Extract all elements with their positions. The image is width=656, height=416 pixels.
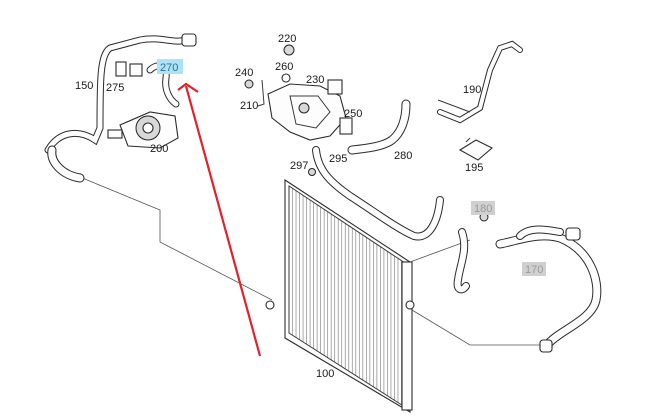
label-295[interactable]: 295	[329, 153, 347, 165]
thermostat-housing-230[interactable]	[267, 79, 347, 141]
water-pump-200[interactable]	[107, 111, 179, 149]
svg-text:270: 270	[160, 62, 178, 74]
svg-text:180: 180	[474, 203, 492, 215]
svg-text:295: 295	[329, 153, 347, 165]
label-195[interactable]: 195	[465, 162, 483, 174]
svg-text:240: 240	[235, 67, 253, 79]
svg-text:220: 220	[278, 33, 296, 45]
seal-260[interactable]	[281, 73, 291, 83]
label-180-box	[471, 201, 495, 215]
svg-text:200: 200	[150, 143, 168, 155]
label-150[interactable]: 150	[75, 80, 93, 92]
hose-150[interactable]	[44, 33, 197, 183]
label-240[interactable]: 240	[235, 67, 253, 79]
radiator-fins	[288, 186, 406, 407]
svg-text:195: 195	[465, 162, 483, 174]
hose-280[interactable]	[347, 99, 411, 155]
label-270[interactable]: 270	[157, 59, 183, 74]
svg-text:100: 100	[316, 368, 334, 380]
leader-line-right	[411, 309, 540, 346]
bracket-195[interactable]	[458, 137, 493, 161]
label-297[interactable]: 297	[290, 160, 308, 172]
svg-text:170: 170	[525, 264, 543, 276]
label-180[interactable]: 180	[471, 201, 495, 215]
radiator[interactable]	[265, 178, 415, 413]
svg-text:297: 297	[290, 160, 308, 172]
radiator-side-tank	[401, 261, 413, 411]
label-275[interactable]: 275	[106, 82, 124, 94]
radiator-mount-right	[405, 300, 415, 310]
hose-170[interactable]	[453, 225, 602, 353]
pipe-190[interactable]	[437, 40, 523, 124]
leader-line-left	[74, 174, 273, 301]
bracket-210[interactable]	[257, 79, 265, 107]
radiator-mount-left	[265, 300, 275, 310]
svg-text:150: 150	[75, 80, 93, 92]
label-170-box	[522, 262, 546, 276]
label-100[interactable]: 100	[316, 368, 334, 380]
label-170[interactable]: 170	[522, 262, 546, 276]
clamp-275[interactable]	[115, 61, 143, 77]
label-210[interactable]: 210	[240, 100, 258, 112]
sensor-250[interactable]	[339, 117, 353, 135]
pointer-arrow	[177, 82, 262, 357]
svg-text:275: 275	[106, 82, 124, 94]
label-250[interactable]: 250	[344, 108, 362, 120]
bolt-220[interactable]	[283, 44, 295, 56]
svg-text:210: 210	[240, 100, 258, 112]
leader-line-upper-right	[409, 239, 471, 263]
svg-text:260: 260	[275, 61, 293, 73]
bolt-240[interactable]	[244, 79, 254, 89]
hose-295[interactable]	[312, 146, 444, 241]
svg-text:280: 280	[394, 150, 412, 162]
label-230[interactable]: 230	[306, 74, 324, 86]
label-280[interactable]: 280	[394, 150, 412, 162]
label-260[interactable]: 260	[275, 61, 293, 73]
svg-text:190: 190	[463, 84, 481, 96]
screw-297[interactable]	[308, 168, 316, 176]
label-200[interactable]: 200	[150, 143, 168, 155]
svg-text:250: 250	[344, 108, 362, 120]
label-270-highlight-box	[157, 59, 183, 74]
svg-text:230: 230	[306, 74, 324, 86]
label-220[interactable]: 220	[278, 33, 296, 45]
label-190[interactable]: 190	[463, 84, 481, 96]
